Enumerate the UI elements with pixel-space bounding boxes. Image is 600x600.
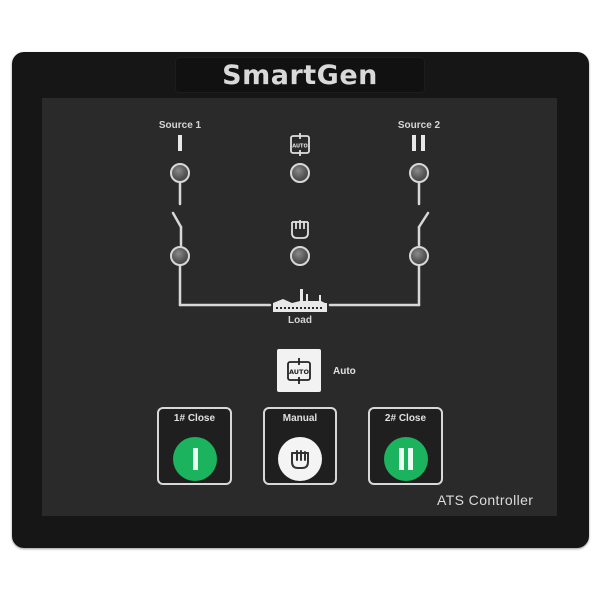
hand-icon xyxy=(291,450,309,469)
brand-logo: SmartGen xyxy=(222,59,378,91)
manual-key[interactable] xyxy=(278,437,322,481)
load-label: Load xyxy=(288,315,312,326)
close-source-1-label: 1# Close xyxy=(173,413,216,424)
led-manual-mode xyxy=(290,246,310,266)
roman-two-icon xyxy=(398,448,413,470)
auto-button[interactable]: AUTO xyxy=(277,349,321,392)
auto-cycle-icon: AUTO xyxy=(287,357,311,384)
led-auto-mode xyxy=(290,163,310,183)
led-source-2-available xyxy=(409,163,429,183)
manual-button[interactable]: Manual xyxy=(263,407,337,485)
brand-plate: SmartGen xyxy=(175,57,425,93)
source-2-label: Source 2 xyxy=(397,120,441,131)
model-label: ATS Controller xyxy=(437,492,534,508)
close-source-1-button[interactable]: 1# Close xyxy=(157,407,232,485)
auto-button-label: Auto xyxy=(333,366,356,377)
close-source-2-label: 2# Close xyxy=(384,413,427,424)
led-source-2-closed xyxy=(409,246,429,266)
close-source-1-key[interactable] xyxy=(172,437,217,481)
close-source-2-key[interactable] xyxy=(383,437,428,481)
manual-button-label: Manual xyxy=(282,413,318,424)
roman-one-icon xyxy=(192,448,198,470)
led-source-1-closed xyxy=(170,246,190,266)
close-source-2-button[interactable]: 2# Close xyxy=(368,407,443,485)
source-1-label: Source 1 xyxy=(158,120,202,131)
led-source-1-available xyxy=(170,163,190,183)
svg-text:AUTO: AUTO xyxy=(289,368,310,376)
